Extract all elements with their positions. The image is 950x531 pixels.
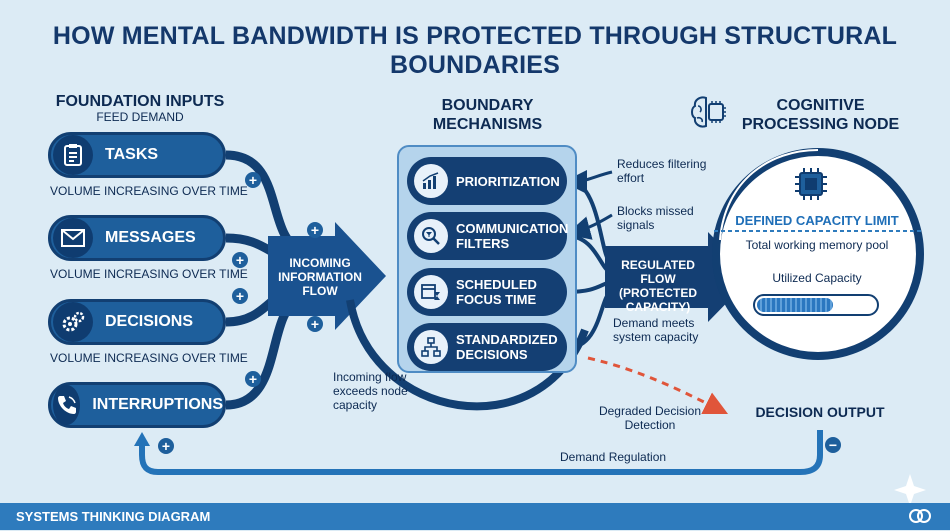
mechanism-label: PRIORITIZATION [456,173,560,189]
utilized-capacity-label: Utilized Capacity [772,271,862,285]
regulated-flow-label: REGULATED FLOW (PROTECTED CAPACITY) [619,258,697,314]
gears-icon [53,302,93,342]
plus-icon: + [307,222,323,238]
flowchart-icon [414,330,448,364]
note-demand-regulation: Demand Regulation [560,450,667,464]
mechanism-label: STANDARDIZED DECISIONS [456,332,558,362]
volume-note: VOLUME INCREASING OVER TIME [50,184,248,198]
input-tasks: TASKS [48,132,226,178]
page-title: HOW MENTAL BANDWIDTH IS PROTECTED THROUG… [52,22,898,79]
note-blocks: Blocks missed signals [617,204,694,232]
cpu-chip-icon [793,166,829,202]
minus-icon: − [825,437,841,453]
footer-bar: SYSTEMS THINKING DIAGRAM [0,503,950,530]
plus-icon: + [245,371,261,387]
mechanism-standardized-decisions: STANDARDIZED DECISIONS [407,323,567,371]
envelope-icon [53,218,93,258]
input-interruptions: INTERRUPTIONS [48,382,226,428]
plus-icon: + [232,288,248,304]
input-label: MESSAGES [105,229,196,246]
capacity-limit-label: DEFINED CAPACITY LIMIT [735,213,899,228]
calendar-hourglass-icon [414,275,448,309]
incoming-flow-label: INCOMING INFORMATION FLOW [278,256,362,298]
utilized-capacity-fill [757,298,833,312]
volume-note: VOLUME INCREASING OVER TIME [50,351,248,365]
input-label: INTERRUPTIONS [92,396,223,413]
inputs-subheading: FEED DEMAND [96,110,184,124]
logo-icon [908,506,932,526]
clipboard-icon [53,135,93,175]
utilized-capacity-bar [753,294,879,316]
volume-note: VOLUME INCREASING OVER TIME [50,267,248,281]
mechanism-label: COMMUNICATION FILTERS [456,221,569,251]
note-demand-meets: Demand meets system capacity [613,316,699,344]
plus-icon: + [245,172,261,188]
note-degraded: Degraded Decision Detection [598,404,702,432]
brain-chip-icon [688,92,728,132]
note-exceeds: Incoming flow exceeds node capacity [333,370,408,412]
mechanism-label: SCHEDULED FOCUS TIME [456,277,537,307]
incoming-flow-arrow [268,222,386,330]
input-messages: MESSAGES [48,215,226,261]
input-decisions: DECISIONS [48,299,226,345]
memory-pool-label: Total working memory pool [745,238,889,252]
phone-icon [53,385,81,425]
boundary-heading: BOUNDARY MECHANISMS [432,97,543,133]
plus-icon: + [307,316,323,332]
note-reduces: Reduces filtering effort [617,157,707,185]
footer-label: SYSTEMS THINKING DIAGRAM [16,509,211,524]
node-heading: COGNITIVE PROCESSING NODE [741,97,900,133]
filter-magnifier-icon [414,219,448,253]
mechanism-prioritization: PRIORITIZATION [407,157,567,205]
input-label: DECISIONS [105,313,194,330]
mechanism-communication-filters: COMMUNICATION FILTERS [407,212,569,260]
inputs-heading: FOUNDATION INPUTS [55,93,225,110]
mechanism-scheduled-focus-time: SCHEDULED FOCUS TIME [407,268,567,316]
decision-output-label: DECISION OUTPUT [755,404,885,420]
bar-chart-icon [414,164,448,198]
input-label: TASKS [105,146,159,163]
plus-icon: + [232,252,248,268]
plus-icon: + [158,438,174,454]
